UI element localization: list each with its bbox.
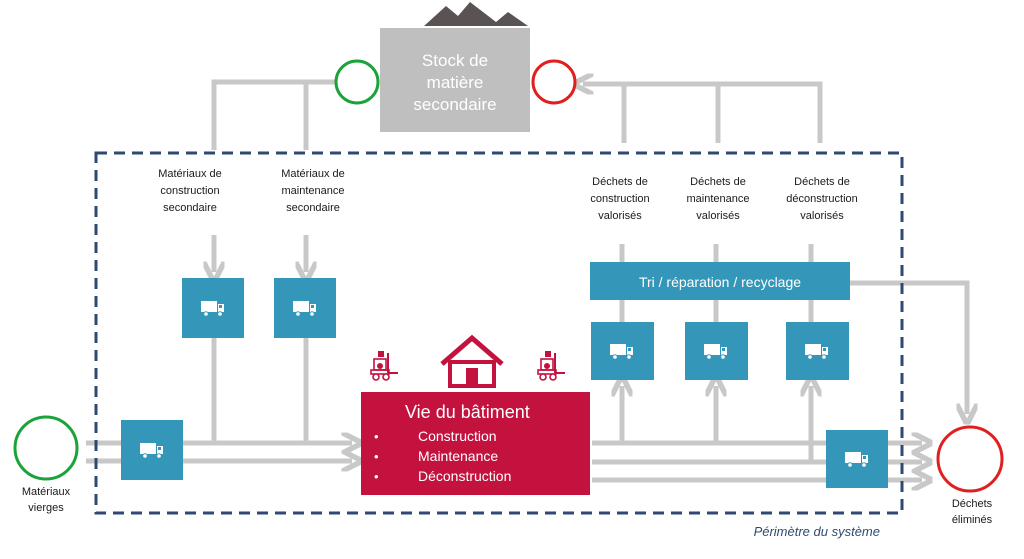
disposed-waste-circle <box>936 425 1004 493</box>
mountain-icon <box>424 2 528 26</box>
stock-label-line1: Stock de <box>422 51 488 70</box>
truck-box-virgin <box>121 420 183 480</box>
svg-text:Matériaux de: Matériaux de <box>158 168 222 180</box>
truck-box-secondary-construction <box>182 278 244 338</box>
building-title: Vie du bâtiment <box>405 402 530 422</box>
disposed-label-line1: Déchets <box>952 498 993 510</box>
arrow-waste-to-stock <box>621 81 823 143</box>
arrow-stock-to-secondary <box>211 79 335 150</box>
forklift-icon <box>537 350 566 381</box>
stock-label-line2: matière <box>427 73 484 92</box>
sorting-box <box>590 262 850 300</box>
system-perimeter <box>94 151 904 515</box>
arrow-sort-to-disposal <box>850 280 967 414</box>
svg-text:maintenance: maintenance <box>687 193 750 205</box>
perimeter-label: Périmètre du système <box>754 524 880 539</box>
building-item-deconstruction: Déconstruction <box>418 468 511 484</box>
bullet: • <box>374 429 379 444</box>
svg-text:Déchets de: Déchets de <box>794 176 850 188</box>
stock-input-circle-red <box>531 59 577 105</box>
building-item-construction: Construction <box>418 428 497 444</box>
truck-box-waste-construction <box>591 322 654 380</box>
truck-box-disposal <box>826 430 888 488</box>
svg-text:Déchets de: Déchets de <box>592 176 648 188</box>
stock-box <box>380 28 530 132</box>
forklift-icon <box>370 350 399 381</box>
stock-label-line3: secondaire <box>413 95 496 114</box>
svg-text:déconstruction: déconstruction <box>786 193 858 205</box>
svg-text:maintenance: maintenance <box>282 185 345 197</box>
svg-text:construction: construction <box>590 193 649 205</box>
virgin-label-line2: vierges <box>28 502 64 514</box>
virgin-label-line1: Matériaux <box>22 486 71 498</box>
label-waste-maintenance: Déchets de maintenance valorisés <box>687 176 750 222</box>
stock-output-circle-green <box>334 59 380 105</box>
building-item-maintenance: Maintenance <box>418 448 498 464</box>
truck-box-waste-deconstruction <box>786 322 849 380</box>
truck-box-secondary-maintenance <box>274 278 336 338</box>
svg-text:valorisés: valorisés <box>800 210 844 222</box>
disposed-label-line2: éliminés <box>952 514 993 526</box>
label-secondary-construction: Matériaux de construction secondaire <box>158 168 222 214</box>
label-secondary-maintenance: Matériaux de maintenance secondaire <box>281 168 345 214</box>
house-icon <box>440 334 504 388</box>
svg-text:valorisés: valorisés <box>598 210 642 222</box>
building-box <box>361 392 590 495</box>
truck-box-waste-maintenance <box>685 322 748 380</box>
sorting-label: Tri / réparation / recyclage <box>639 274 801 290</box>
label-waste-deconstruction: Déchets de déconstruction valorisés <box>786 176 858 222</box>
bullet: • <box>374 469 379 484</box>
virgin-materials-circle <box>13 415 79 481</box>
svg-text:secondaire: secondaire <box>286 202 340 214</box>
bullet: • <box>374 449 379 464</box>
svg-text:valorisés: valorisés <box>696 210 740 222</box>
svg-text:secondaire: secondaire <box>163 202 217 214</box>
label-waste-construction: Déchets de construction valorisés <box>590 176 649 222</box>
svg-text:Déchets de: Déchets de <box>690 176 746 188</box>
svg-text:Matériaux de: Matériaux de <box>281 168 345 180</box>
svg-text:construction: construction <box>160 185 219 197</box>
